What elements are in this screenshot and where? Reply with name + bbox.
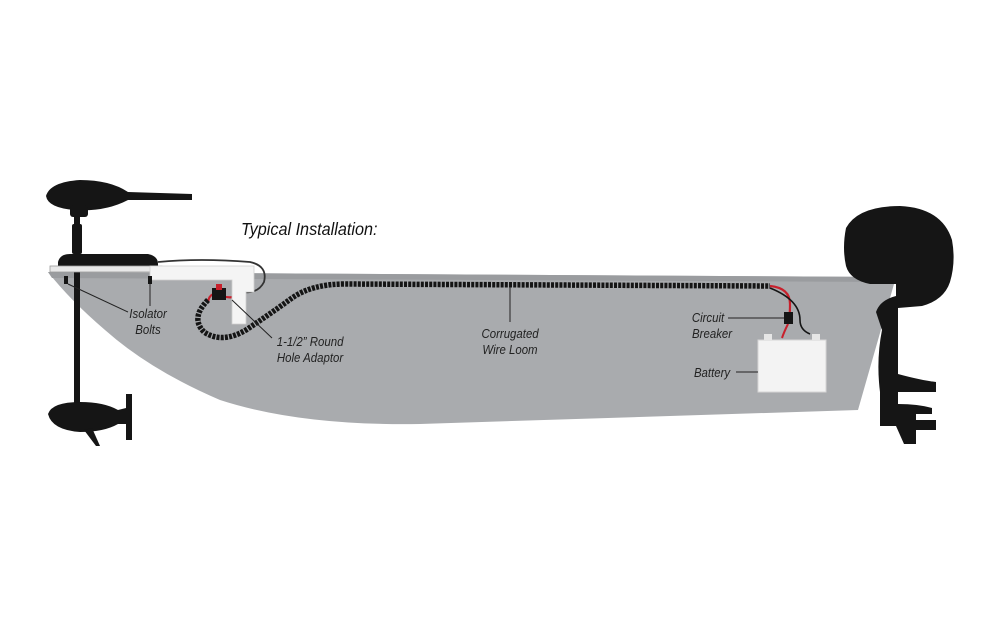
- corrugated-wire-loom: [195, 281, 771, 341]
- boat-hull: [48, 272, 896, 425]
- trolling-motor-icon: [46, 180, 192, 446]
- isolator-label-line2: Bolts: [135, 322, 160, 337]
- loom-label-line1: Corrugated: [481, 326, 539, 341]
- round-hole-adaptor: [212, 284, 226, 300]
- isolator-label-line1: Isolator: [129, 306, 167, 321]
- adaptor-bracket: [149, 265, 255, 325]
- breaker-label-line2: Breaker: [692, 326, 733, 341]
- outboard-motor-icon: [844, 206, 954, 444]
- breaker-callout: Circuit Breaker: [692, 310, 784, 341]
- loom-callout: Corrugated Wire Loom: [481, 287, 540, 357]
- isolator-bolts: [64, 276, 152, 284]
- loom-label-line2: Wire Loom: [482, 342, 537, 357]
- adaptor-callout: 1-1/2” Round Hole Adaptor: [231, 299, 345, 365]
- circuit-breaker: [784, 312, 793, 324]
- adaptor-label-line1: 1-1/2” Round: [277, 334, 345, 349]
- adaptor-label-line2: Hole Adaptor: [277, 350, 344, 365]
- battery-callout: Battery: [694, 365, 758, 380]
- breaker-label-line1: Circuit: [692, 310, 725, 325]
- battery-icon: [757, 334, 827, 393]
- isolator-bolts-callout: Isolator Bolts: [67, 283, 168, 337]
- battery-label: Battery: [694, 365, 731, 380]
- diagram-title: Typical Installation:: [241, 219, 378, 239]
